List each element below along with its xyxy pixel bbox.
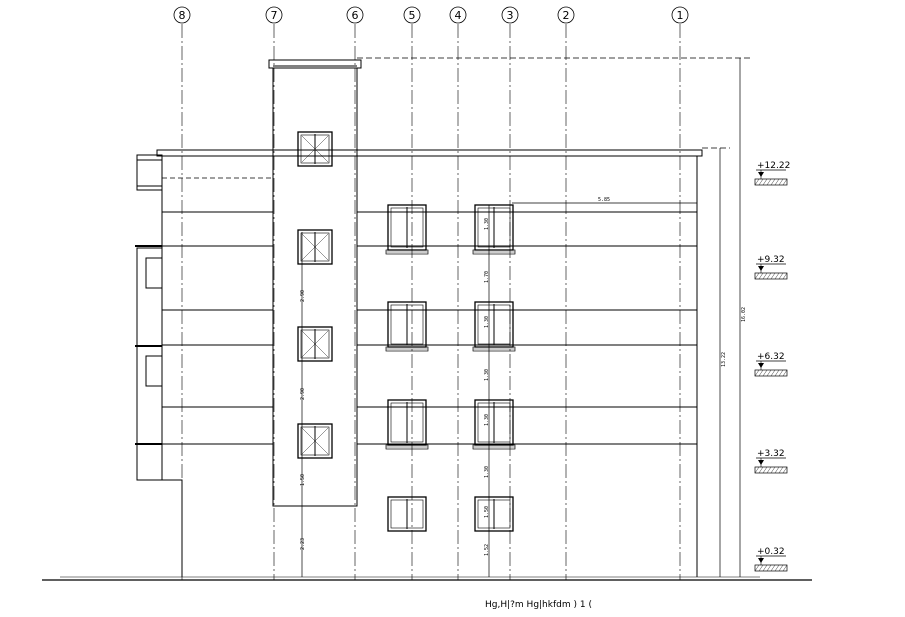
dim-window-2: 1.70	[484, 271, 490, 283]
grid-bubble	[265, 6, 283, 24]
dim-window-8: 1.52	[484, 544, 490, 556]
floor-bands	[162, 211, 697, 445]
grid-axis-label: 8	[179, 9, 186, 22]
grid-bubble	[449, 6, 467, 24]
dim-stair-2: 2.90	[300, 388, 306, 400]
windows	[297, 131, 516, 532]
level-label: +9.32	[757, 255, 785, 265]
grid-bubble	[346, 6, 364, 24]
dim-top-span: 5.85	[598, 197, 610, 203]
grid-axis-label: 1	[677, 9, 684, 22]
grid-bubble	[403, 6, 421, 24]
window	[472, 399, 516, 450]
level-marker: +6.32	[754, 352, 788, 377]
window	[472, 301, 516, 352]
grid-axis-label: 5	[409, 9, 416, 22]
level-marker: +9.32	[754, 255, 788, 280]
window	[385, 399, 429, 450]
dim-stair-1: 2.90	[300, 290, 306, 302]
dim-stair-4: 2.23	[300, 538, 306, 550]
window	[472, 204, 516, 255]
drawing-title: Hg,H|?m Hg|hkfdm ) 1 (	[485, 600, 592, 610]
window	[385, 301, 429, 352]
level-marker: +3.32	[754, 449, 788, 474]
window	[297, 326, 333, 362]
grid-axis-6: 6	[346, 6, 364, 580]
dim-window-3: 1.30	[484, 316, 490, 328]
grid-axis-label: 2	[563, 9, 570, 22]
window	[474, 496, 514, 532]
dimension-lines	[301, 57, 750, 577]
dim-window-4: 1.30	[484, 369, 490, 381]
grid-axis-2: 2	[557, 6, 575, 580]
dim-stair-3: 1.50	[300, 474, 306, 486]
grid-axis-5: 5	[403, 6, 421, 580]
building-outline	[42, 59, 812, 581]
window	[387, 496, 427, 532]
level-label: +0.32	[757, 547, 785, 557]
dim-overall-height: 16.02	[741, 307, 747, 322]
level-label: +12.22	[757, 161, 790, 171]
grid-axis-1: 1	[671, 6, 689, 580]
window	[297, 229, 333, 265]
grid-bubble	[501, 6, 519, 24]
window	[385, 204, 429, 255]
level-markers: +12.22 +9.32 +6.32 +3.32 +0.32	[754, 161, 790, 572]
grid-axis-label: 3	[507, 9, 514, 22]
grid-axis-label: 7	[271, 9, 278, 22]
roof-parapet	[156, 149, 703, 157]
dim-window-7: 1.50	[484, 506, 490, 518]
grid-bubble	[671, 6, 689, 24]
dim-window-1: 1.30	[484, 218, 490, 230]
grid-axis-label: 6	[352, 9, 359, 22]
grid-axis-label: 4	[455, 9, 462, 22]
dim-parapet-height: 13.22	[721, 352, 727, 367]
dim-window-6: 1.30	[484, 466, 490, 478]
level-label: +3.32	[757, 449, 785, 459]
grid-axis-4: 4	[449, 6, 467, 580]
dim-window-5: 1.30	[484, 414, 490, 426]
grid-bubble	[173, 6, 191, 24]
grid-axis-3: 3	[501, 6, 519, 580]
level-marker: +0.32	[754, 547, 788, 572]
level-label: +6.32	[757, 352, 785, 362]
level-marker: +12.22	[754, 161, 790, 186]
window	[297, 423, 333, 459]
grid-axis-7: 7	[265, 6, 283, 580]
grid-axes: 8 7 6 5 4 3 2 1	[173, 6, 689, 580]
dimension-texts: 5.85 16.02 13.22 2.90 2.90 1.50 2.23 1.3…	[300, 197, 747, 556]
grid-bubble	[557, 6, 575, 24]
window	[297, 131, 333, 167]
